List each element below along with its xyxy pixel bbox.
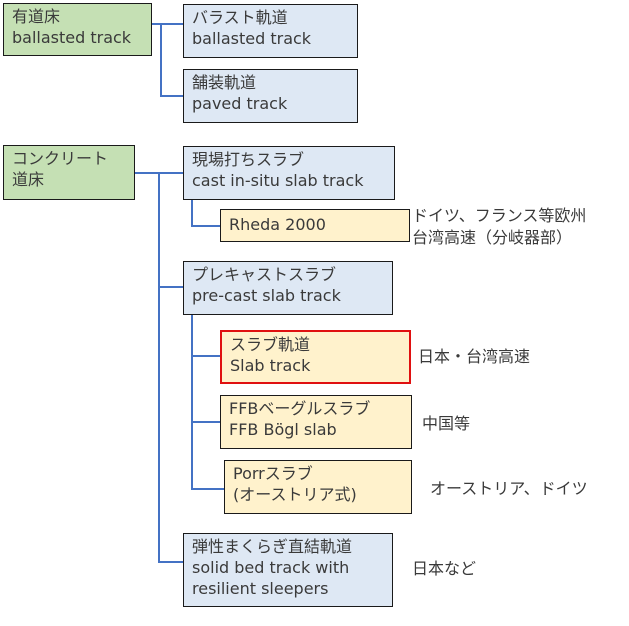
node-label-jp: 現場打ちスラブ (192, 150, 305, 169)
node-label-jp: バラスト軌道 (192, 8, 288, 27)
connector (191, 488, 224, 490)
connector (191, 355, 220, 357)
node-paved-track: 舗装軌道 paved track (183, 69, 358, 123)
node-label-jp: (オーストリア式) (233, 485, 357, 504)
node-cast-in-situ: 現場打ちスラブ cast in-situ slab track (183, 146, 395, 200)
connector (158, 561, 183, 563)
node-label-en: FFB Bögl slab (229, 420, 337, 439)
node-label-jp: 舗装軌道 (192, 73, 257, 92)
node-label-jp: 道床 (12, 170, 45, 189)
node-concrete-bed-root: コンクリート 道床 (3, 145, 135, 200)
node-label-jp: 有道床 (12, 7, 61, 26)
node-label-jp: Porrスラブ (233, 464, 313, 483)
node-label-en: Slab track (230, 356, 311, 375)
note-line: 台湾高速（分岐器部） (412, 228, 573, 247)
connector (152, 23, 183, 25)
connector (160, 23, 162, 96)
note-line: ドイツ、フランス等欧州 (412, 206, 587, 225)
node-slab-track-highlighted: スラブ軌道 Slab track (220, 330, 411, 384)
connector (158, 172, 160, 562)
note-porr: オーストリア、ドイツ (430, 479, 588, 498)
node-label-en: ballasted track (192, 29, 312, 48)
node-ffb-bogl: FFBベーグルスラブ FFB Bögl slab (220, 395, 412, 449)
node-label-en: pre-cast slab track (192, 286, 341, 305)
node-label-en: Rheda 2000 (229, 215, 326, 234)
node-ballasted-track-root: 有道床 ballasted track (3, 3, 152, 56)
node-label-en: solid bed track with (192, 558, 350, 577)
node-label-en: resilient sleepers (192, 579, 329, 598)
node-resilient-sleepers: 弾性まくらぎ直結軌道 solid bed track with resilien… (183, 533, 393, 607)
note-ffb-bogl: 中国等 (422, 414, 471, 433)
node-label-en: cast in-situ slab track (192, 171, 364, 190)
node-label-jp: 弾性まくらぎ直結軌道 (192, 537, 353, 556)
note-resilient: 日本など (412, 559, 477, 578)
node-label-jp: スラブ軌道 (230, 335, 311, 354)
node-porr: Porrスラブ (オーストリア式) (224, 460, 412, 514)
node-label-jp: FFBベーグルスラブ (229, 399, 371, 418)
note-rheda: ドイツ、フランス等欧州 台湾高速（分岐器部） (412, 205, 586, 249)
node-rheda-2000: Rheda 2000 (220, 209, 410, 242)
node-label-jp: プレキャストスラブ (192, 265, 337, 284)
connector (160, 95, 183, 97)
node-ballast-track: バラスト軌道 ballasted track (183, 4, 358, 58)
connector (191, 199, 193, 226)
note-slab-track: 日本・台湾高速 (418, 347, 531, 366)
node-label-jp: コンクリート (12, 149, 109, 168)
node-label-en: paved track (192, 94, 288, 113)
node-precast: プレキャストスラブ pre-cast slab track (183, 261, 393, 315)
connector (158, 286, 183, 288)
connector (191, 314, 193, 489)
connector (191, 225, 220, 227)
node-label-en: ballasted track (12, 28, 132, 47)
connector (191, 421, 220, 423)
